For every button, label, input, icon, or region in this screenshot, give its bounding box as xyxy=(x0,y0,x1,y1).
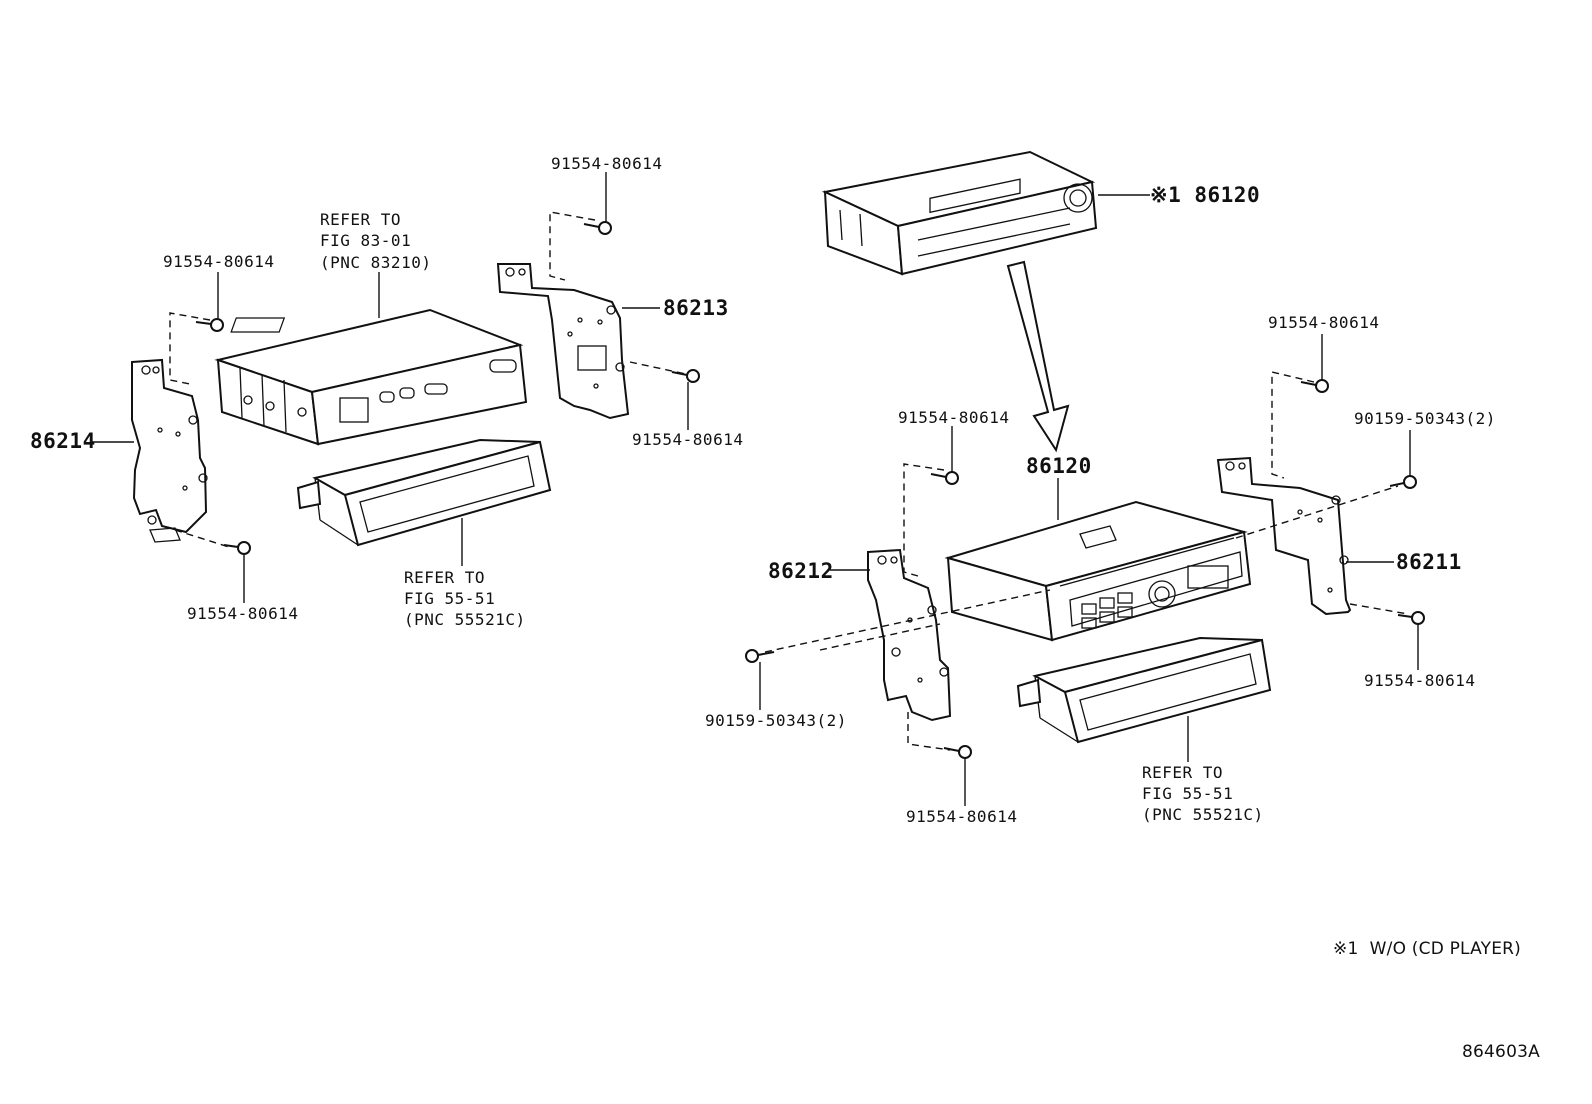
left-pocket-tray xyxy=(296,438,552,547)
refer-note: FIG 55-51 xyxy=(1142,784,1234,803)
refer-note: FIG 55-51 xyxy=(404,589,496,608)
left-audio-unit xyxy=(214,308,528,446)
bolt-icon xyxy=(223,541,251,555)
bolt-label: 91554-80614 xyxy=(187,604,299,623)
bolt-label: 91554-80614 xyxy=(632,430,744,449)
bolt-label: 91554-80614 xyxy=(1364,671,1476,690)
footnote: ※1 W/O (CD PLAYER) xyxy=(1333,939,1521,959)
refer-note: FIG 83-01 xyxy=(320,231,412,250)
screw-icon xyxy=(1389,475,1417,489)
bracket-86212 xyxy=(867,548,952,722)
refer-note: (PNC 83210) xyxy=(320,253,432,272)
part-number-label: 86120 xyxy=(1026,454,1092,478)
figure-code: 864603A xyxy=(1462,1042,1540,1062)
bolt-icon xyxy=(943,745,972,759)
part-number-label: ※1 86120 xyxy=(1150,183,1261,207)
refer-note: (PNC 55521C) xyxy=(1142,805,1264,824)
bolt-label: 91554-80614 xyxy=(898,408,1010,427)
bracket-86211 xyxy=(1216,456,1352,616)
bolt-label: 91554-80614 xyxy=(551,154,663,173)
part-number-label: 86211 xyxy=(1396,550,1462,574)
refer-note: REFER TO xyxy=(320,210,402,229)
refer-note: REFER TO xyxy=(1142,763,1224,782)
right-pocket-tray xyxy=(1016,636,1272,744)
bolt-icon xyxy=(195,318,224,332)
bolt-label: 91554-80614 xyxy=(1268,313,1380,332)
refer-note: (PNC 55521C) xyxy=(404,610,526,629)
part-number-label: 86213 xyxy=(663,296,729,320)
bracket-86213 xyxy=(496,263,630,420)
bolt-label: 91554-80614 xyxy=(163,252,275,271)
screw-label: 90159-50343(2) xyxy=(1354,409,1496,428)
part-number-label: 86212 xyxy=(768,559,834,583)
bracket-86214 xyxy=(131,358,208,543)
radio-unit-no-cd xyxy=(821,150,1098,276)
cd-player-unit xyxy=(944,500,1252,642)
part-number-label: 86214 xyxy=(30,429,96,453)
bolt-icon xyxy=(930,471,959,485)
screw-icon xyxy=(745,649,775,663)
bolt-icon xyxy=(1300,379,1329,393)
arrow-icon xyxy=(1006,260,1070,453)
bolt-label: 91554-80614 xyxy=(906,807,1018,826)
bolt-icon xyxy=(583,221,612,235)
refer-note: REFER TO xyxy=(404,568,486,587)
bolt-icon xyxy=(671,369,700,383)
screw-label: 90159-50343(2) xyxy=(705,711,847,730)
bolt-icon xyxy=(1397,611,1425,625)
